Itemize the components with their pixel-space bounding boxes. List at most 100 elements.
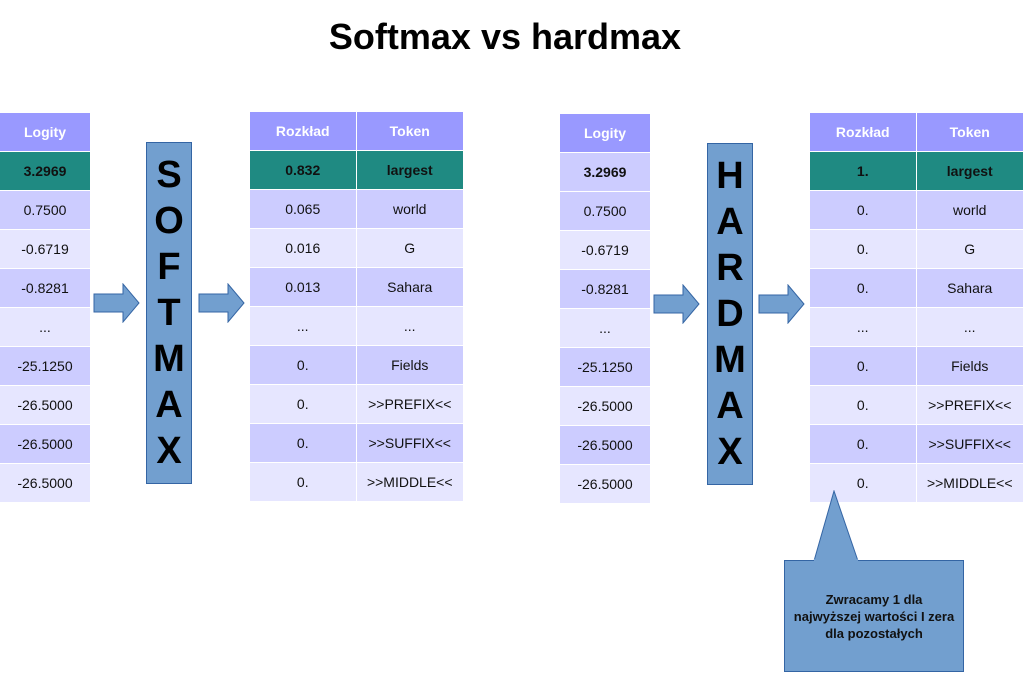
box-letter: F	[157, 246, 181, 288]
table-row: -26.5000	[0, 424, 90, 464]
table-row: -0.6719	[560, 230, 650, 270]
table-row: -25.1250	[560, 347, 650, 387]
table-row: -0.6719	[0, 229, 90, 269]
right-arrow-icon	[758, 284, 805, 324]
table-row: -0.8281	[560, 269, 650, 309]
page-title: Softmax vs hardmax	[328, 16, 682, 57]
table-row: 0.>>MIDDLE<<	[810, 463, 1023, 503]
prob-cell: 0.	[810, 229, 916, 269]
box-letter: X	[156, 430, 182, 472]
token-cell: >>SUFFIX<<	[355, 423, 463, 463]
prob-cell: 0.	[810, 190, 916, 230]
prob-cell: 1.	[810, 151, 916, 191]
prob-cell: 0.	[810, 346, 916, 386]
box-letter: R	[716, 247, 744, 289]
table-row: 0.Fields	[250, 345, 463, 385]
token-cell: >>MIDDLE<<	[915, 463, 1023, 503]
token-cell: >>MIDDLE<<	[355, 462, 463, 502]
callout-pointer	[813, 490, 859, 562]
prob-cell: 0.	[810, 463, 916, 503]
token-cell: world	[355, 189, 463, 229]
token-cell: Fields	[355, 345, 463, 385]
logit-cell: 0.7500	[0, 190, 90, 230]
table-row: ......	[250, 306, 463, 346]
prob-cell: 0.	[250, 345, 356, 385]
hardmax-box: H A R D M A X	[707, 143, 753, 485]
table-row: 0.>>SUFFIX<<	[250, 423, 463, 463]
box-letter: D	[716, 293, 744, 335]
table-row: 0.>>MIDDLE<<	[250, 462, 463, 502]
token-cell: Sahara	[355, 267, 463, 307]
token-cell: ...	[355, 306, 463, 346]
logit-cell: -0.6719	[0, 229, 90, 269]
softmax-logits-table: Logity 3.2969 0.7500 -0.6719 -0.8281 ...…	[0, 113, 90, 503]
prob-cell: 0.	[250, 384, 356, 424]
box-letter: O	[154, 200, 184, 242]
table-row: -0.8281	[0, 268, 90, 308]
table-row: -26.5000	[0, 385, 90, 425]
table-row: 0.Sahara	[810, 268, 1023, 308]
right-arrow-icon	[653, 284, 700, 324]
prob-cell: 0.	[810, 424, 916, 464]
right-arrow-icon	[198, 283, 245, 323]
table-row: 0.Fields	[810, 346, 1023, 386]
box-letter: A	[716, 201, 744, 243]
logit-cell: -26.5000	[560, 464, 650, 504]
prob-cell: ...	[810, 307, 916, 347]
prob-cell: 0.	[810, 268, 916, 308]
table-row: 3.2969	[560, 152, 650, 192]
token-cell: G	[915, 229, 1023, 269]
logit-cell: ...	[560, 308, 650, 348]
prob-cell: 0.	[250, 423, 356, 463]
token-cell: >>SUFFIX<<	[915, 424, 1023, 464]
logit-cell: -26.5000	[560, 386, 650, 426]
table-row: ...	[560, 308, 650, 348]
box-letter: M	[714, 339, 746, 381]
logits-header: Logity	[560, 114, 650, 153]
token-cell: largest	[355, 150, 463, 190]
token-cell: ...	[915, 307, 1023, 347]
table-row: -25.1250	[0, 346, 90, 386]
prob-cell: 0.	[810, 385, 916, 425]
logit-cell: 3.2969	[560, 152, 650, 192]
table-row: ......	[810, 307, 1023, 347]
hardmax-output-table: Rozkład Token 1.largest 0.world 0.G 0.Sa…	[810, 113, 1023, 503]
logit-cell: -0.6719	[560, 230, 650, 270]
table-row: 0.>>SUFFIX<<	[810, 424, 1023, 464]
token-cell: Fields	[915, 346, 1023, 386]
prob-cell: 0.065	[250, 189, 356, 229]
prob-cell: 0.832	[250, 150, 356, 190]
token-cell: largest	[915, 151, 1023, 191]
distribution-header: Rozkład	[810, 113, 916, 152]
table-row: -26.5000	[560, 425, 650, 465]
prob-cell: ...	[250, 306, 356, 346]
logit-cell: -26.5000	[0, 385, 90, 425]
box-letter: M	[153, 338, 185, 380]
table-row: -26.5000	[0, 463, 90, 503]
table-row: 0.7500	[560, 191, 650, 231]
table-row: 0.G	[810, 229, 1023, 269]
logit-cell: -26.5000	[0, 463, 90, 503]
logit-cell: -26.5000	[560, 425, 650, 465]
table-row: 0.>>PREFIX<<	[810, 385, 1023, 425]
logit-cell: -25.1250	[560, 347, 650, 387]
logit-cell: 3.2969	[0, 151, 90, 191]
prob-cell: 0.	[250, 462, 356, 502]
logit-cell: ...	[0, 307, 90, 347]
softmax-box: S O F T M A X	[146, 142, 192, 484]
box-letter: A	[716, 385, 744, 427]
token-cell: G	[355, 228, 463, 268]
logit-cell: -25.1250	[0, 346, 90, 386]
token-cell: >>PREFIX<<	[915, 385, 1023, 425]
right-arrow-icon	[93, 283, 140, 323]
logits-header: Logity	[0, 113, 90, 152]
prob-cell: 0.016	[250, 228, 356, 268]
table-row: -26.5000	[560, 386, 650, 426]
table-row: ...	[0, 307, 90, 347]
table-row: -26.5000	[560, 464, 650, 504]
